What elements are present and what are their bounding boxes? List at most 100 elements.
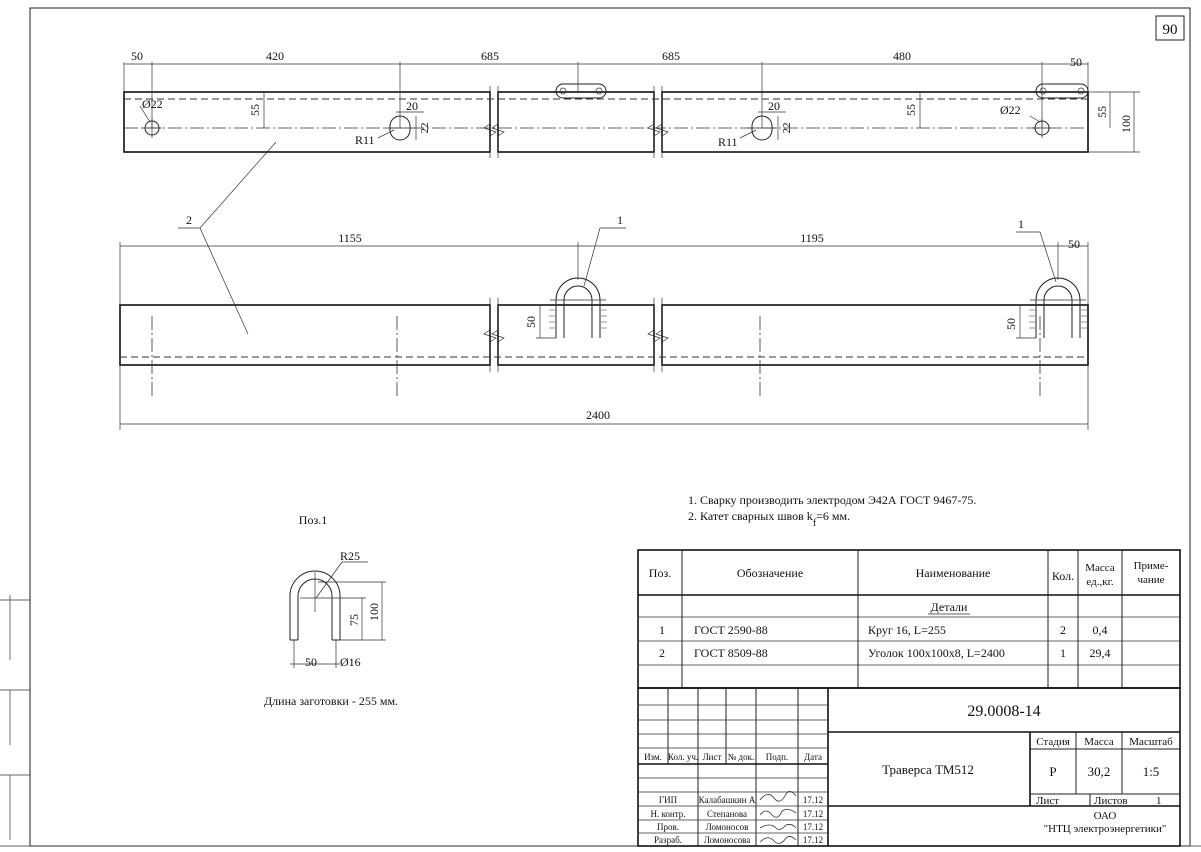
- col-note-1: Приме-: [1134, 560, 1169, 572]
- dim-55-left: 55: [248, 104, 262, 116]
- title-block-text: 29.0008-14 Траверса ТМ512 Изм. Кол. уч. …: [644, 703, 1173, 845]
- col-data: Дата: [804, 752, 822, 762]
- row1-designation: ГОСТ 2590-88: [694, 623, 768, 637]
- title-block: [637, 687, 1181, 847]
- detail-dim-50: 50: [305, 655, 317, 669]
- col-designation: Обозначение: [737, 566, 803, 580]
- dim-50-left: 50: [524, 316, 538, 328]
- dim-50-right: 50: [1004, 318, 1018, 330]
- dim-top-3: 685: [481, 49, 499, 63]
- col-qty: Кол.: [1052, 569, 1074, 583]
- doc-number: 29.0008-14: [967, 703, 1040, 720]
- slot-height-left: 22: [419, 123, 431, 134]
- dim-1155: 1155: [338, 231, 362, 245]
- name-nkontr: Степанова: [707, 809, 747, 819]
- dim-50-top: 50: [1068, 237, 1080, 251]
- row2-pos: 2: [659, 646, 665, 660]
- pos1-callout-a: 1: [617, 213, 623, 227]
- col-izm: Изм.: [644, 752, 662, 762]
- role-prov: Пров.: [657, 822, 679, 832]
- mass-value: 30,2: [1088, 764, 1111, 779]
- date-nkontr: 17.12: [803, 809, 823, 819]
- spec-table-text: Поз. Обозначение Наименование Кол. Масса…: [649, 560, 1169, 660]
- sheet-frame: [29, 7, 1191, 847]
- slot-radius-left: R11: [355, 133, 375, 147]
- col-mass-1: Масса: [1085, 562, 1115, 574]
- role-razrab: Разраб.: [654, 835, 682, 845]
- part-detail-labels: Поз.1 R25 75 100 50 Ø16 Длина заготовки …: [264, 513, 398, 708]
- slot-height-right: 22: [781, 123, 793, 134]
- row1-mass: 0,4: [1093, 623, 1108, 637]
- slot-width-right: 20: [768, 99, 780, 113]
- role-gip: ГИП: [659, 795, 678, 805]
- row2-designation: ГОСТ 8509-88: [694, 646, 768, 660]
- date-gip: 17.12: [803, 795, 823, 805]
- name-gip: Калабашкин А: [699, 795, 756, 805]
- scale-value: 1:5: [1143, 764, 1160, 779]
- org-line-2: "НТЦ электроэнергетики": [1044, 823, 1167, 835]
- mass-label: Масса: [1084, 736, 1114, 748]
- row2-mass: 29,4: [1090, 646, 1111, 660]
- col-mass-2: ед.,кг.: [1086, 576, 1113, 588]
- col-ndok: № док.: [728, 752, 755, 762]
- sheet-label: Лист: [1036, 795, 1059, 807]
- detail-dim-75: 75: [347, 614, 361, 626]
- pos2-callout: 2: [186, 213, 192, 227]
- scale-label: Масштаб: [1129, 736, 1173, 748]
- hole-label-right: Ø22: [1000, 103, 1021, 117]
- sheet-number-box: [1155, 15, 1185, 41]
- stage-label: Стадия: [1036, 736, 1070, 748]
- sheets-value: 1: [1156, 795, 1162, 807]
- col-pos: Поз.: [649, 566, 671, 580]
- dim-1195: 1195: [800, 231, 824, 245]
- name-prov: Ломоносов: [706, 822, 749, 832]
- slot-width-left: 20: [406, 99, 418, 113]
- date-prov: 17.12: [803, 822, 823, 832]
- detail-dim-100: 100: [367, 603, 381, 621]
- row1-pos: 1: [659, 623, 665, 637]
- top-view: [123, 62, 1140, 158]
- blank-length-note: Длина заготовки - 255 мм.: [264, 694, 398, 708]
- front-view: [119, 141, 1089, 430]
- hole-label-left: Ø22: [142, 97, 163, 111]
- note-1: 1. Сварку производить электродом Э42А ГО…: [688, 493, 976, 507]
- signatures: [759, 791, 797, 844]
- sheet-number: 90: [1163, 22, 1178, 38]
- product-name: Траверса ТМ512: [882, 762, 974, 777]
- col-list: Лист: [703, 752, 722, 762]
- dim-top-4: 685: [662, 49, 680, 63]
- row1-qty: 2: [1060, 623, 1066, 637]
- row2-qty: 1: [1060, 646, 1066, 660]
- detail-r25: R25: [340, 549, 360, 563]
- dim-2400: 2400: [586, 408, 610, 422]
- date-razrab: 17.12: [803, 835, 823, 845]
- pos1-callout-b: 1: [1018, 217, 1024, 231]
- col-name: Наименование: [916, 566, 991, 580]
- part-detail-pos1: [289, 561, 386, 668]
- detail-d16: Ø16: [340, 655, 361, 669]
- stage-value: Р: [1049, 764, 1056, 779]
- row1-name: Круг 16, L=255: [868, 623, 946, 637]
- slot-radius-right: R11: [718, 135, 738, 149]
- col-note-2: чание: [1137, 574, 1164, 586]
- note-2: 2. Катет сварных швов kf=6 мм.: [688, 509, 850, 529]
- role-nkontr: Н. контр.: [650, 809, 685, 819]
- dim-top-2: 420: [266, 49, 284, 63]
- dim-top-5: 480: [893, 49, 911, 63]
- sheets-label: Листов: [1094, 795, 1128, 807]
- dim-top-6: 50: [1070, 55, 1082, 69]
- col-kol-uch: Кол. уч.: [668, 752, 698, 762]
- dim-top-1: 50: [131, 49, 143, 63]
- row2-name: Уголок 100х100х8, L=2400: [868, 646, 1005, 660]
- dim-55-edge: 55: [1095, 106, 1109, 118]
- technical-notes: 1. Сварку производить электродом Э42А ГО…: [688, 493, 976, 529]
- org-line-1: ОАО: [1094, 810, 1117, 822]
- dim-55-right: 55: [904, 104, 918, 116]
- detail-title: Поз.1: [299, 513, 327, 527]
- front-view-labels: 2 1 1 1155 1195 50 50 50 2400: [186, 213, 1080, 422]
- top-view-labels: 50 420 685 685 480 50 Ø22 Ø22 55 55 55 1…: [131, 49, 1133, 149]
- section-details: Детали: [931, 600, 968, 614]
- name-razrab: Ломоносова: [704, 835, 751, 845]
- col-podp: Подп.: [766, 752, 788, 762]
